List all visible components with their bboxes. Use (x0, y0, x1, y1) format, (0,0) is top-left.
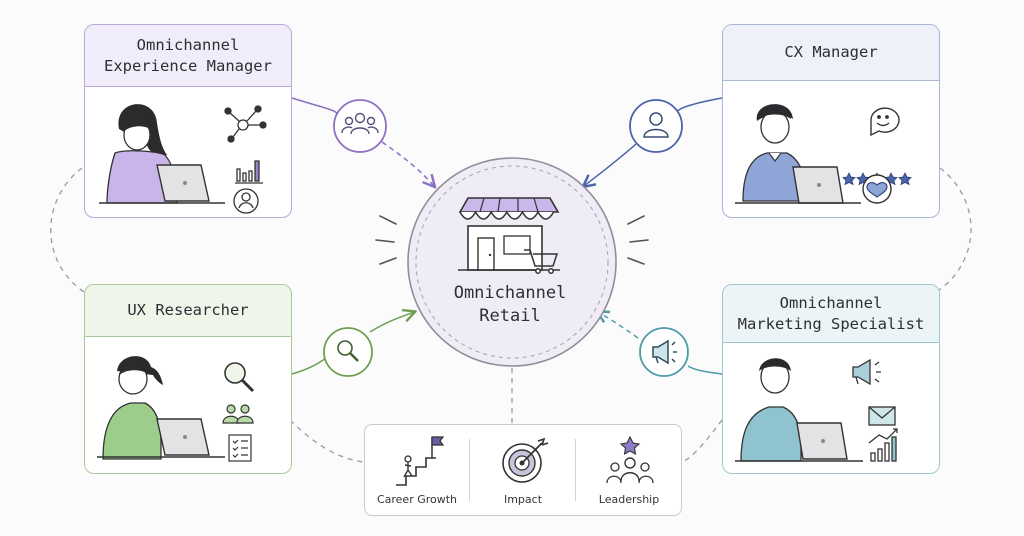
dashed-bottom-right-arc (681, 419, 723, 463)
target-arrow-icon (502, 437, 549, 483)
shopping-cart-icon (524, 249, 559, 274)
mail-envelope-icon (868, 406, 896, 426)
card-title: CX Manager (784, 43, 878, 62)
outer-dashed-connectors (50, 167, 972, 463)
team-group-icon (333, 99, 387, 153)
connector-line-ux (291, 357, 327, 375)
benefit-label: Leadership (598, 493, 660, 506)
card-header: Omnichannel Marketing Specialist (723, 285, 939, 343)
bottom-benefits-box: Career Growth Impact Leadership (364, 424, 682, 516)
card-title-line2: Experience Manager (104, 56, 272, 75)
center-title: Omnichannel Retail (420, 282, 600, 328)
burst-marks-left (375, 215, 397, 265)
benefit-career-growth: Career Growth (365, 425, 469, 515)
connector-line-marketing (687, 365, 723, 375)
woman-with-laptop-illustration (99, 104, 225, 204)
smile-chat-icon (870, 107, 900, 137)
card-title-line1: Omnichannel (136, 36, 240, 55)
card-cx-manager: CX Manager (722, 24, 940, 218)
megaphone-icon (852, 358, 881, 386)
benefit-label: Impact (503, 493, 543, 506)
man-with-laptop-illustration (735, 358, 863, 462)
dashed-bottom-left-arc (289, 419, 365, 463)
arrow-marketing-to-center (598, 312, 639, 339)
heart-icon (862, 174, 892, 204)
woman-ponytail-with-laptop-illustration (97, 356, 225, 460)
arrow-cx-to-center (584, 143, 637, 186)
connector-line-cx (675, 97, 723, 113)
card-header: UX Researcher (85, 285, 291, 337)
card-header: Omnichannel Experience Manager (85, 25, 291, 87)
card-title-line2: Marketing Specialist (737, 314, 925, 333)
network-nodes-icon (224, 105, 267, 143)
card-illustration (723, 343, 939, 473)
divider (469, 439, 470, 501)
benefit-leadership: Leadership (577, 425, 681, 515)
man-with-laptop-illustration (735, 104, 861, 204)
users-icon (222, 404, 254, 424)
profile-circle-icon (233, 188, 259, 214)
user-icon (629, 99, 683, 153)
storefront-icon (458, 197, 560, 271)
card-illustration (723, 81, 939, 217)
card-omnichannel-experience-manager: Omnichannel Experience Manager (84, 24, 292, 218)
divider (575, 439, 576, 501)
career-growth-stairs-flag-icon (396, 436, 444, 486)
center-title-line2: Retail (479, 305, 541, 326)
connector-line-experience (291, 97, 339, 119)
arrow-experience-to-center (381, 141, 434, 186)
card-omnichannel-marketing-specialist: Omnichannel Marketing Specialist (722, 284, 940, 474)
card-illustration (85, 87, 291, 217)
magnifier-icon (323, 327, 373, 377)
card-header: CX Manager (723, 25, 939, 81)
group-star-icon (606, 435, 654, 484)
dashed-left-arc (50, 167, 85, 293)
dashed-right-arc (935, 167, 972, 293)
checklist-icon (228, 434, 252, 462)
card-illustration (85, 337, 291, 473)
burst-marks-right (627, 215, 649, 265)
benefit-label: Career Growth (376, 493, 458, 506)
benefit-impact: Impact (471, 425, 575, 515)
growth-bar-chart-icon (868, 428, 898, 462)
card-title-line1: Omnichannel (779, 294, 883, 313)
bar-chart-icon (235, 160, 263, 184)
arrow-ux-to-center (369, 312, 414, 333)
card-ux-researcher: UX Researcher (84, 284, 292, 474)
card-title: UX Researcher (127, 301, 249, 320)
megaphone-icon (639, 327, 689, 377)
magnifier-icon (224, 362, 255, 393)
center-title-line1: Omnichannel (453, 283, 567, 303)
